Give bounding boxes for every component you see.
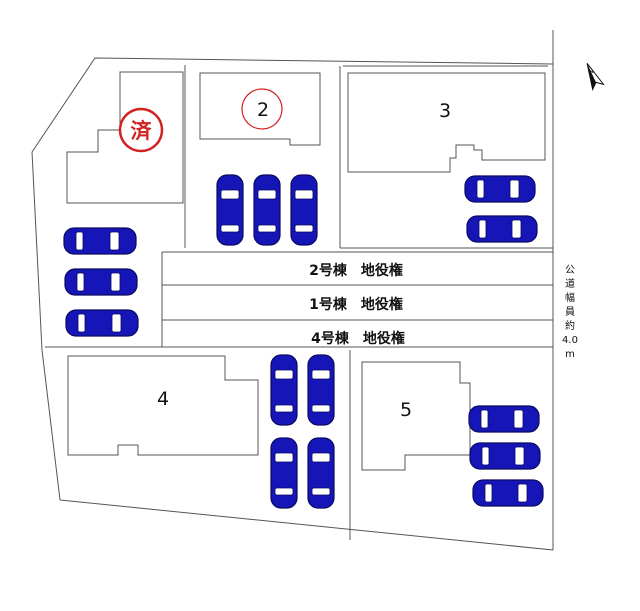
north-label: N (587, 67, 595, 76)
lot-number-4: 4 (157, 388, 169, 410)
sold-stamp-text: 済 (131, 119, 153, 143)
lot-number-2: 2 (257, 99, 269, 121)
lot-2-circle (241, 88, 283, 130)
road-label-char-6: 4.0 (562, 335, 578, 346)
easement-label-lot-4: 4号棟 地役権 (311, 330, 405, 347)
building-2 (199, 72, 321, 146)
lot-lines (45, 65, 553, 540)
lot-number-3: 3 (439, 100, 451, 122)
car-icon (270, 437, 298, 509)
road-width-label: 公 道 幅 員 約 4.0 m (562, 265, 578, 360)
building-4 (67, 355, 259, 456)
car-icon (253, 174, 281, 246)
site-boundary (31, 30, 554, 551)
road-label-char-3: 幅 (565, 291, 575, 304)
car-icon (270, 354, 298, 426)
building-5 (361, 361, 471, 471)
car-icon (290, 174, 318, 246)
car-icon (64, 268, 138, 296)
car-icon (466, 215, 538, 243)
car-icon (216, 174, 244, 246)
easement-label-lot-2: 2号棟 地役権 (309, 262, 403, 279)
lot-number-5: 5 (400, 399, 412, 421)
road-label-char-2: 道 (565, 277, 575, 290)
car-icon (63, 227, 137, 255)
car-icon (307, 437, 335, 509)
north-arrow-icon: N (586, 63, 605, 91)
road-label-char-5: 約 (565, 319, 575, 332)
car-icon (469, 442, 541, 470)
parked-cars (63, 174, 544, 509)
building-3 (347, 72, 546, 173)
car-icon (464, 175, 536, 203)
car-icon (468, 405, 540, 433)
road-label-char-7: m (565, 349, 575, 360)
road-label-char-1: 公 (565, 265, 575, 276)
car-icon (307, 354, 335, 426)
car-icon (472, 479, 544, 507)
car-icon (65, 309, 139, 337)
sold-stamp: 済 (118, 107, 164, 153)
easement-label-lot-1: 1号棟 地役権 (309, 296, 403, 313)
road-label-char-4: 員 (565, 306, 575, 318)
